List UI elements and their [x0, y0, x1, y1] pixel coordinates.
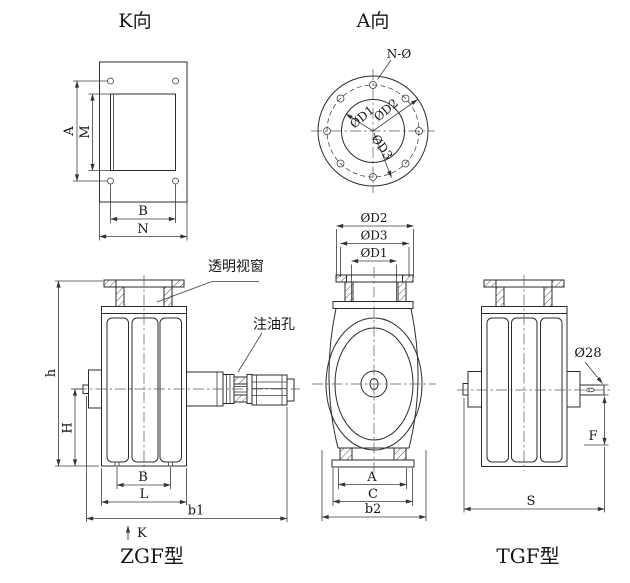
- a-view-title: A向: [356, 10, 390, 32]
- tgf-model-label: TGF型: [496, 544, 559, 568]
- zgf-dim-L: L: [140, 487, 149, 502]
- zgf-dim-K: K: [137, 526, 147, 541]
- tgf-dim-F: F: [588, 429, 597, 444]
- k-dim-B: B: [138, 204, 148, 219]
- a-label-n-holes: N-Ø: [387, 47, 412, 61]
- zgf-dim-b1: b1: [188, 504, 205, 519]
- zgf-dim-B: B: [138, 470, 148, 485]
- zgf-window-leader: [157, 282, 259, 303]
- zgf-model-label: ZGF型: [120, 544, 184, 568]
- k-view-inner-window: [111, 94, 176, 171]
- tgf-output-shaft: [567, 372, 604, 408]
- front-dim-C: C: [368, 487, 378, 502]
- k-dim-A: A: [62, 126, 77, 137]
- front-top-flange: [336, 275, 413, 302]
- a-view-bore-circle: [342, 100, 405, 163]
- k-dim-M: M: [78, 125, 93, 138]
- a-view-bolt-circle: [327, 85, 419, 177]
- tgf-view: Ø28 F S TGF型: [457, 275, 612, 568]
- a-view: A向 N-Ø ØD1 ØD2 ØD3: [311, 10, 435, 193]
- k-dim-N: N: [137, 222, 148, 237]
- k-view-title: K向: [118, 10, 151, 32]
- zgf-dim-h: h: [44, 368, 59, 377]
- a-view-outer-circle: [318, 76, 428, 186]
- zgf-view: 透明视窗 注油孔 h H B L b1 K ZGF型: [44, 258, 300, 568]
- k-view: K向 A M B N: [62, 10, 187, 241]
- tgf-shaft-leader: [585, 362, 603, 384]
- front-feet: [332, 448, 414, 467]
- front-body-top-plate: [333, 302, 413, 309]
- a-label-d1: ØD1: [347, 103, 377, 131]
- zgf-annotation-window: 透明视窗: [208, 258, 264, 275]
- front-dim-b2: b2: [365, 502, 382, 517]
- zgf-annotation-oil: 注油孔: [253, 317, 295, 333]
- zgf-body-panels: [107, 318, 182, 466]
- tgf-dim-S: S: [527, 494, 536, 509]
- front-dim-d1: ØD1: [360, 246, 387, 260]
- zgf-oil-leader: [238, 333, 262, 372]
- front-dim-d2: ØD2: [360, 211, 387, 225]
- a-label-d2: ØD2: [371, 96, 401, 124]
- front-view: ØD2 ØD3 ØD1: [312, 211, 436, 521]
- front-dim-d3: ØD3: [360, 229, 387, 243]
- k-view-outer-plate: [100, 62, 188, 202]
- tgf-left-bearing: [463, 372, 482, 408]
- tgf-dim-shaft: Ø28: [574, 346, 601, 361]
- a-label-d3: ØD3: [368, 132, 395, 162]
- a-view-bolt-holes: [324, 82, 423, 181]
- zgf-dim-H: H: [61, 422, 76, 433]
- front-dim-A: A: [366, 470, 377, 485]
